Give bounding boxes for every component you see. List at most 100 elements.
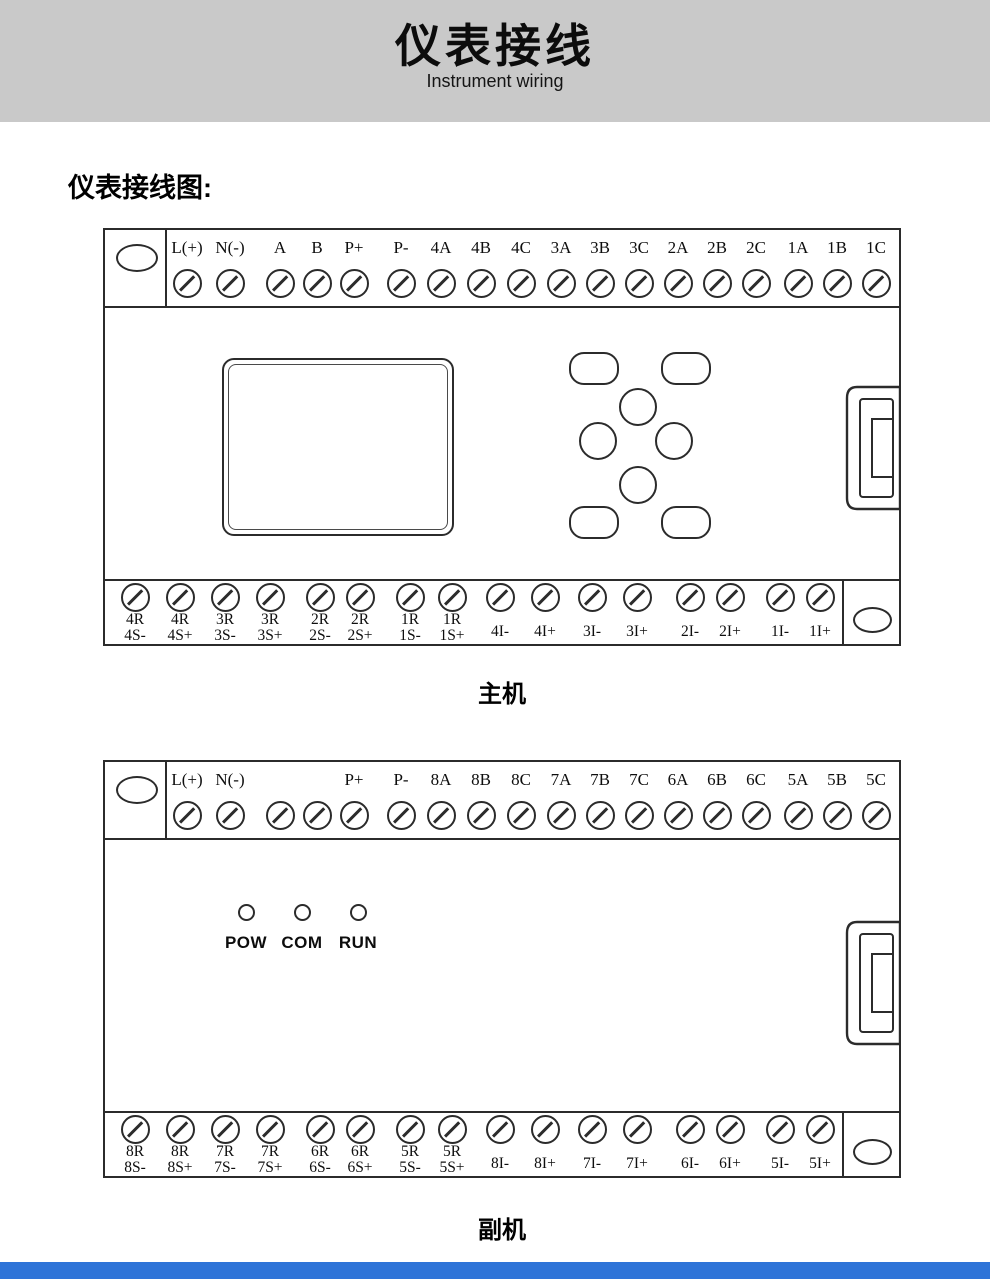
terminal-cell: 5A bbox=[776, 770, 820, 830]
terminal-label: 2S+ bbox=[347, 627, 373, 644]
terminal-cell: 6I+ bbox=[706, 1115, 754, 1172]
terminal-label: N(-) bbox=[215, 770, 245, 789]
terminal-label: 6I+ bbox=[719, 1155, 741, 1172]
keypad-button-top-left-icon bbox=[569, 352, 619, 385]
screw-icon bbox=[395, 583, 425, 612]
screw-icon bbox=[215, 269, 245, 298]
terminal-label: 4S- bbox=[124, 627, 146, 644]
keypad-button-top-right-icon bbox=[661, 352, 711, 385]
screw-icon bbox=[172, 801, 202, 830]
terminal-cell bbox=[295, 770, 339, 830]
terminal-label: 2I+ bbox=[719, 623, 741, 640]
terminal-label: 6R bbox=[350, 1143, 370, 1160]
screw-icon bbox=[675, 583, 705, 612]
screw-icon bbox=[765, 583, 795, 612]
terminal-cell: 8I- bbox=[476, 1115, 524, 1172]
terminal-cell: 3I- bbox=[568, 583, 616, 640]
terminal-label: P+ bbox=[344, 238, 364, 257]
terminal-label: 5R bbox=[400, 1143, 420, 1160]
terminal-label: 5I+ bbox=[809, 1155, 831, 1172]
screw-icon bbox=[783, 801, 813, 830]
terminal-label: 3S- bbox=[214, 627, 236, 644]
top-terminal-strip: L(+) N(-) A B P+ P- 4A 4B 4C 3A 3B 3C 2A… bbox=[105, 230, 899, 308]
terminal-label: 6B bbox=[707, 770, 727, 789]
screw-icon bbox=[530, 1115, 560, 1144]
keypad-button-bottom-left-icon bbox=[569, 506, 619, 539]
led-label: POW bbox=[224, 933, 268, 952]
terminal-label: 5C bbox=[866, 770, 886, 789]
terminal-label: 3A bbox=[550, 238, 572, 257]
screw-icon bbox=[622, 1115, 652, 1144]
terminal-label: 2S- bbox=[309, 627, 331, 644]
top-terminal-strip: L(+) N(-) P+ P- 8A 8B 8C 7A 7B 7C 6A 6B … bbox=[105, 762, 899, 840]
footer-bar bbox=[0, 1262, 990, 1279]
terminal-cell: L(+) bbox=[165, 770, 209, 830]
screw-icon bbox=[305, 583, 335, 612]
terminal-label: 3R bbox=[215, 611, 235, 628]
terminal-label: 1I- bbox=[770, 623, 790, 640]
terminal-cell: N(-) bbox=[208, 238, 252, 298]
main-unit-diagram: L(+) N(-) A B P+ P- 4A 4B 4C 3A 3B 3C 2A… bbox=[103, 228, 902, 646]
screw-icon bbox=[702, 269, 732, 298]
screw-icon bbox=[861, 269, 891, 298]
screw-icon bbox=[466, 801, 496, 830]
screw-icon bbox=[172, 269, 202, 298]
screw-icon bbox=[702, 801, 732, 830]
terminal-cell: L(+) bbox=[165, 238, 209, 298]
terminal-cell: N(-) bbox=[208, 770, 252, 830]
screw-icon bbox=[466, 269, 496, 298]
terminal-cell: 5B bbox=[815, 770, 859, 830]
aux-unit-diagram: L(+) N(-) P+ P- 8A 8B 8C 7A 7B 7C 6A 6B … bbox=[103, 760, 902, 1178]
terminal-cell: 6I- bbox=[666, 1115, 714, 1172]
terminal-label: 6I- bbox=[680, 1155, 700, 1172]
terminal-label: 2A bbox=[667, 238, 689, 257]
terminal-cell bbox=[258, 770, 302, 830]
screw-icon bbox=[506, 801, 536, 830]
mounting-oval-icon bbox=[116, 776, 158, 804]
terminal-label: 7A bbox=[550, 770, 572, 789]
terminal-label: 1S+ bbox=[439, 627, 465, 644]
screw-icon bbox=[715, 1115, 745, 1144]
mounting-oval-icon bbox=[853, 607, 892, 633]
terminal-cell: B bbox=[295, 238, 339, 298]
terminal-cell: 7C bbox=[617, 770, 661, 830]
terminal-label: N(-) bbox=[215, 238, 245, 257]
screw-icon bbox=[437, 583, 467, 612]
corner-box bbox=[105, 230, 167, 306]
screw-icon bbox=[339, 801, 369, 830]
screw-icon bbox=[305, 1115, 335, 1144]
led-label: RUN bbox=[338, 933, 378, 952]
header-banner: 仪表接线 Instrument wiring bbox=[0, 0, 990, 122]
terminal-label: 7R bbox=[260, 1143, 280, 1160]
terminal-label: 4I+ bbox=[534, 623, 556, 640]
terminal-label: 6S+ bbox=[347, 1159, 373, 1176]
terminal-label: 8I- bbox=[490, 1155, 510, 1172]
screw-icon bbox=[485, 583, 515, 612]
led-dot-icon bbox=[237, 904, 255, 921]
terminal-label: 2C bbox=[746, 238, 766, 257]
terminal-label: P- bbox=[393, 238, 409, 257]
terminal-cell: 4C bbox=[499, 238, 543, 298]
screw-icon bbox=[741, 801, 771, 830]
terminal-cell: 6C bbox=[734, 770, 778, 830]
screw-icon bbox=[546, 269, 576, 298]
terminal-label: 3S+ bbox=[257, 627, 283, 644]
terminal-label: 5S- bbox=[399, 1159, 421, 1176]
terminal-label: 7I+ bbox=[626, 1155, 648, 1172]
corner-box bbox=[842, 581, 899, 644]
terminal-label: 1A bbox=[787, 238, 809, 257]
screw-icon bbox=[215, 801, 245, 830]
terminal-label: 7C bbox=[629, 770, 649, 789]
terminal-cell: 7I+ bbox=[613, 1115, 661, 1172]
terminal-cell: 1I+ bbox=[796, 583, 844, 640]
terminal-cell: 1A bbox=[776, 238, 820, 298]
banner-subtitle: Instrument wiring bbox=[426, 70, 564, 91]
screw-icon bbox=[302, 801, 332, 830]
